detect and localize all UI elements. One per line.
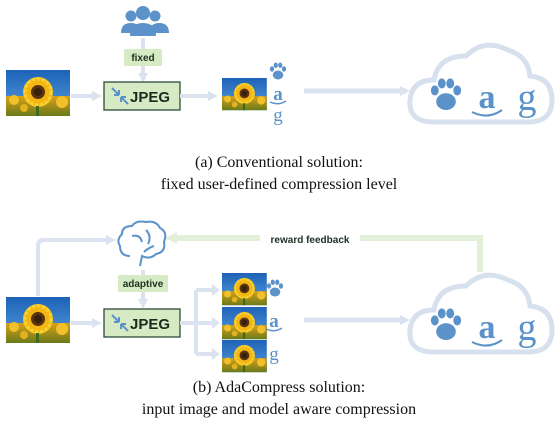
caption-a-line2: fixed user-defined compression level [161,176,398,193]
smile-arrow-b-small [265,327,283,332]
paw-icon-b-small [266,279,284,297]
paw-icon-a-small [269,62,287,80]
amazon-letter-a: a [479,79,496,116]
compressed-image-b2 [220,305,268,341]
google-letter-a-small: g [273,105,283,126]
compressed-image-a [220,76,268,112]
amazon-letter-b-small: a [269,311,279,332]
compressed-image-b3 [220,338,268,374]
reward-feedback-tag [260,230,360,247]
amazon-letter-a-small: a [273,84,283,105]
smile-arrow-b [471,339,503,347]
fixed-tag [124,49,162,66]
smile-arrow-a-small [269,100,287,105]
input-image-b [4,295,72,345]
input-to-brain-arrow [36,235,116,296]
google-letter-a: g [518,77,537,119]
brain-icon [117,220,167,267]
jpeg-label-b: JPEG [130,316,170,333]
google-letter-b-small: g [269,344,279,365]
google-letter-b: g [518,307,537,349]
jpeg-label-a: JPEG [130,89,170,106]
reward-feedback-label: reward feedback [271,235,350,246]
users-icon [121,6,169,36]
compressed-image-b1 [220,271,268,307]
panel-b: reward feedback adaptive JPEG a g [4,220,552,418]
fixed-tag-label: fixed [131,53,154,64]
branch-arrows [180,288,214,356]
smile-arrow-a [471,109,503,117]
caption-b-line1: (b) AdaCompress solution: [193,379,365,396]
input-image-a [4,68,72,118]
amazon-letter-b: a [479,309,496,346]
adaptive-tag-label: adaptive [123,279,164,290]
branch-arrowheads [212,284,220,360]
caption-b-line2: input image and model aware compression [142,401,416,418]
adaptive-tag [118,275,168,292]
caption-a-line1: (a) Conventional solution: [195,154,363,171]
panel-a: fixed JPEG a g a g (a) Conventional solu… [4,6,552,193]
